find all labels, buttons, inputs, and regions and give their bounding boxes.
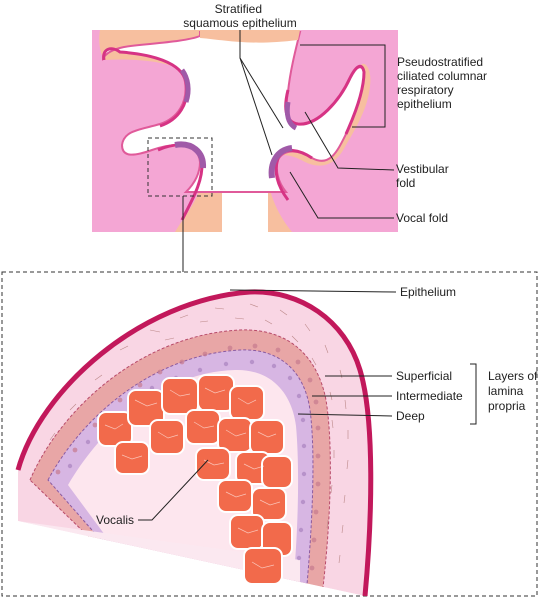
magnified-section-frame xyxy=(1,271,538,597)
label-layers-of-lamina-propria: Layers of lamina propria xyxy=(488,369,541,413)
label-vestibular-fold: Vestibular fold xyxy=(396,162,452,190)
bottom-labels: Epithelium Superficial Intermediate Deep… xyxy=(96,285,541,527)
vocalis-muscle-bundles xyxy=(97,374,293,585)
label-stratified: Stratified squamous epithelium xyxy=(183,2,296,30)
label-vocalis: Vocalis xyxy=(96,513,134,527)
right-vocal-stratified-epithelium xyxy=(268,145,293,179)
label-superficial: Superficial xyxy=(396,369,452,383)
left-vestibular-fold xyxy=(102,47,189,128)
right-mucosa xyxy=(267,30,398,232)
top-labels: Stratified squamous epithelium Pseudostr… xyxy=(183,2,490,225)
larynx-coronal-view xyxy=(92,30,398,272)
epithelium-edge xyxy=(15,289,374,597)
label-intermediate: Intermediate xyxy=(396,389,463,403)
left-vocal-stratified-epithelium xyxy=(174,141,207,169)
label-vocal-fold: Vocal fold xyxy=(396,211,448,225)
superficial-texture xyxy=(49,303,349,564)
label-pseudostratified: Pseudostratified ciliated columnar respi… xyxy=(397,55,490,111)
label-deep: Deep xyxy=(396,409,425,423)
layer-dots xyxy=(55,343,321,571)
label-epithelium: Epithelium xyxy=(400,285,456,299)
magnified-region-box xyxy=(147,137,213,197)
